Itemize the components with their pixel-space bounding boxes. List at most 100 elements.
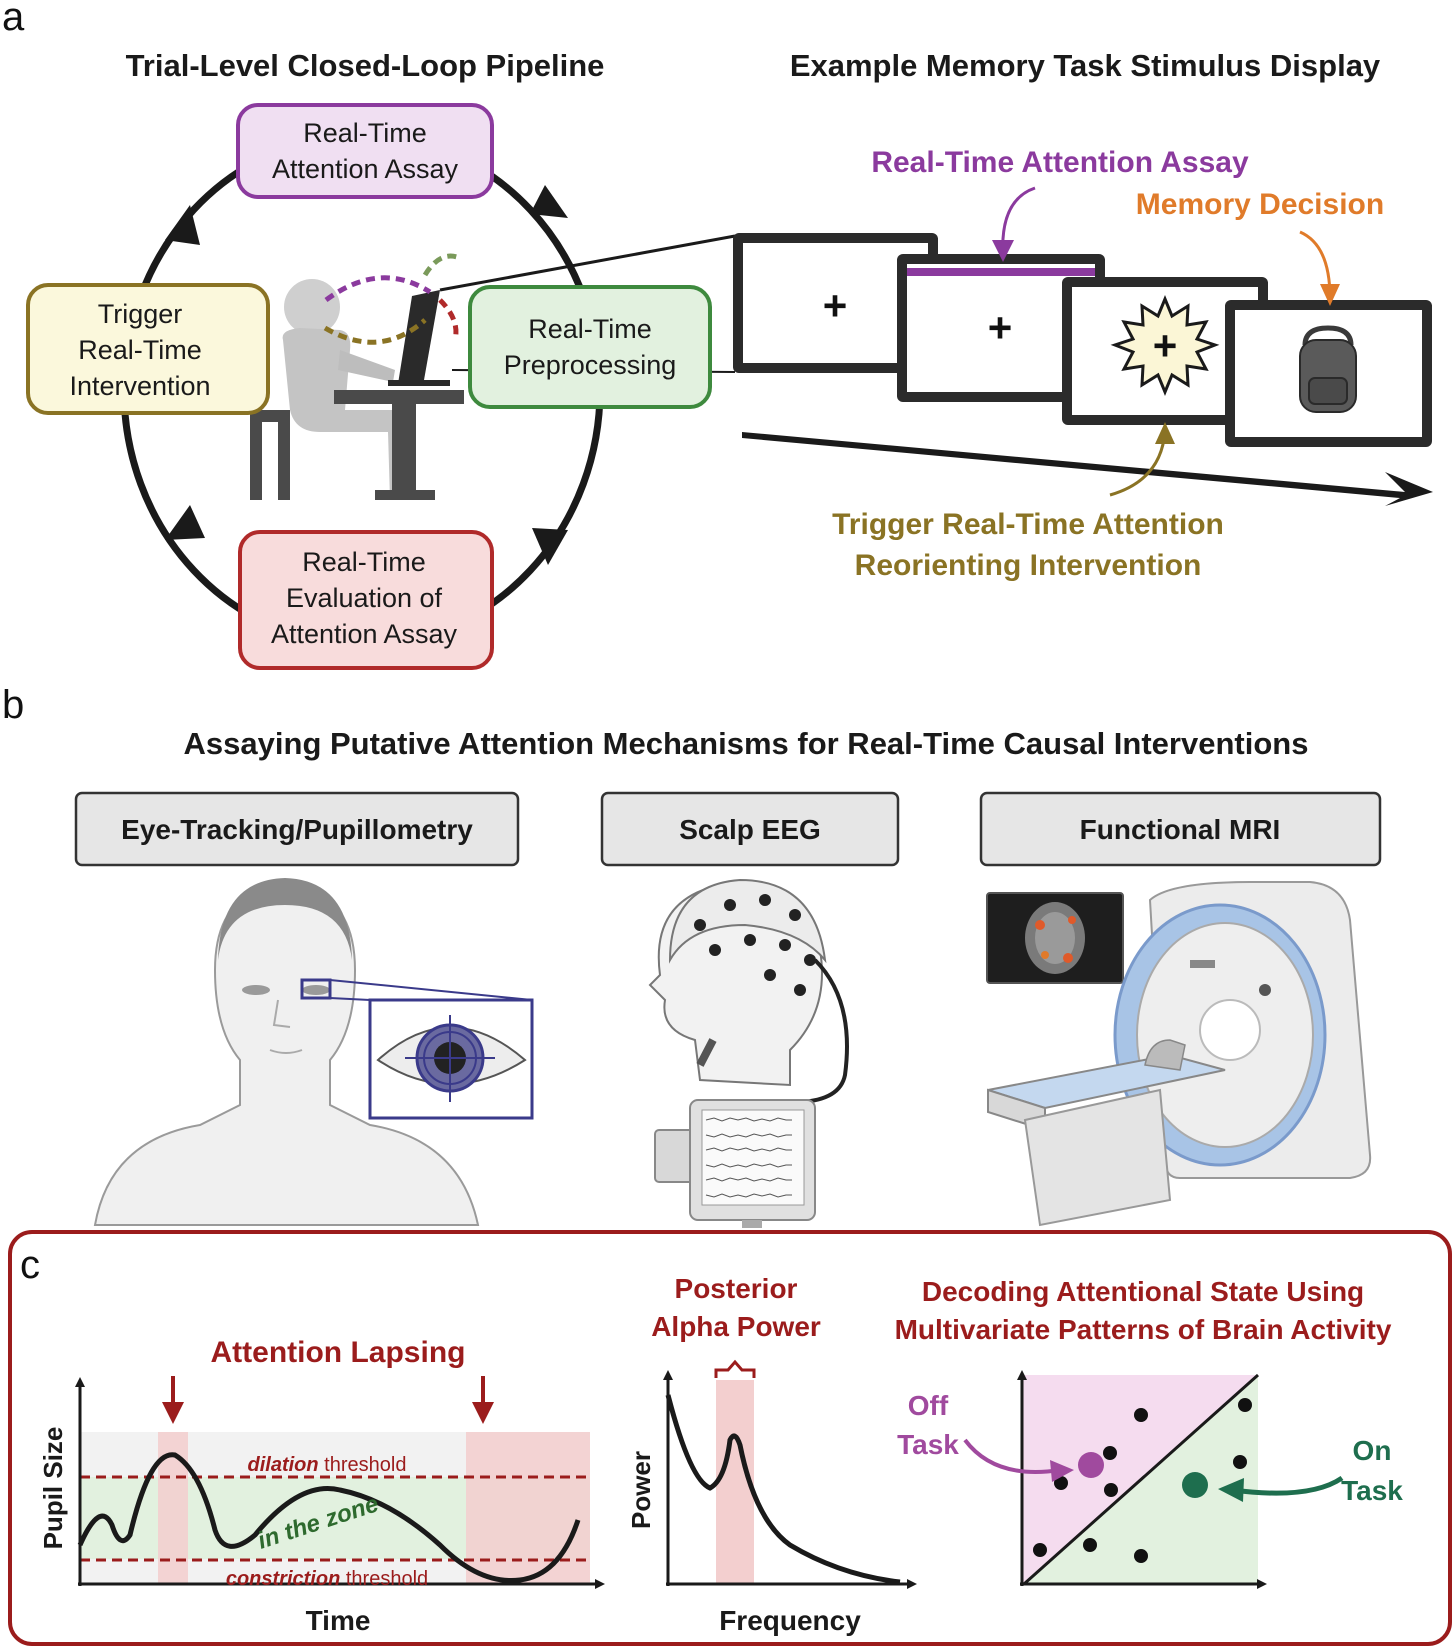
alpha-title-line1: Posterior <box>675 1273 798 1304</box>
label-memory: Memory Decision <box>1136 188 1384 221</box>
label-trigger-line2: Reorienting Intervention <box>855 549 1202 582</box>
off-task-label-line1: Off <box>908 1390 949 1421</box>
eye-zoom-line-2 <box>329 997 371 1001</box>
on-task-arrow-head <box>1218 1478 1244 1502</box>
alpha-title-line2: Alpha Power <box>651 1311 821 1342</box>
label-assay: Real-Time Attention Assay <box>871 146 1249 179</box>
data-point <box>1134 1549 1148 1563</box>
off-task-label-line2: Task <box>897 1429 959 1460</box>
box-trigger-line1: Trigger <box>98 299 183 329</box>
pupil-plot <box>75 1376 605 1589</box>
box-trigger-intervention: Trigger Real-Time Intervention <box>26 283 270 415</box>
on-task-label-line1: On <box>1353 1435 1392 1466</box>
loop-arrow-top-left <box>165 205 200 245</box>
box-trigger-line2: Real-Time <box>78 335 202 365</box>
arrow-assay-head <box>992 240 1014 262</box>
alpha-y-label: Power <box>626 1451 656 1529</box>
box-evaluation: Real-Time Evaluation of Attention Assay <box>238 530 494 670</box>
power-spectrum-trace <box>665 1394 901 1585</box>
method-eeg-label: Scalp EEG <box>679 814 821 845</box>
eye-zoom-marker <box>300 978 332 1000</box>
alpha-power-plot <box>663 1359 917 1589</box>
method-box-eeg: Scalp EEG <box>600 791 900 867</box>
eye-closeup-inset <box>368 998 534 1120</box>
participant-at-computer-icon <box>250 279 464 500</box>
method-eyetracking-label: Eye-Tracking/Pupillometry <box>121 814 473 845</box>
on-task-point <box>1182 1472 1208 1498</box>
screen-3-cross: + <box>1153 322 1178 369</box>
box-eval-line1: Real-Time <box>302 547 426 577</box>
fmri-brain-monitor <box>986 892 1124 984</box>
method-box-eyetracking: Eye-Tracking/Pupillometry <box>74 791 520 867</box>
box-assay-line2: Attention Assay <box>272 154 459 184</box>
data-point <box>1083 1538 1097 1552</box>
data-point <box>1233 1455 1247 1469</box>
screen-3-intervention: + <box>1062 277 1268 425</box>
loop-arrow-bottom-left <box>165 505 205 540</box>
off-task-arrow <box>963 1438 1061 1474</box>
starburst-icon <box>1110 295 1220 396</box>
data-point <box>1134 1408 1148 1422</box>
zoom-line-top <box>439 234 736 292</box>
loop-arrow-top-right <box>530 185 568 218</box>
loop-arrow-bottom-right <box>532 528 568 565</box>
on-task-arrow <box>1231 1475 1344 1496</box>
pupil-x-label: Time <box>306 1605 371 1636</box>
screen-1-cross: + <box>823 282 848 329</box>
data-point <box>1103 1446 1117 1460</box>
eye-zoom-line-1 <box>329 979 533 1001</box>
pupil-y-label: Pupil Size <box>38 1427 68 1550</box>
constriction-label: constriction threshold <box>226 1568 428 1590</box>
alpha-x-label: Frequency <box>719 1605 861 1636</box>
alpha-bracket <box>714 1359 756 1378</box>
box-attention-assay: Real-Time Attention Assay <box>236 103 494 199</box>
box-assay-line1: Real-Time <box>303 118 427 148</box>
data-point <box>1104 1483 1118 1497</box>
timeline-arrow <box>742 432 1433 506</box>
box-preproc-line2: Preprocessing <box>504 350 677 380</box>
pupil-plot-title: Attention Lapsing <box>211 1336 466 1369</box>
decoding-title-line1: Decoding Attentional State Using <box>922 1276 1364 1307</box>
decision-boundary <box>1023 1373 1259 1586</box>
off-task-arrow-head <box>1050 1460 1074 1482</box>
decoding-title-line2: Multivariate Patterns of Brain Activity <box>895 1314 1392 1345</box>
gaze-arc-green <box>422 253 461 277</box>
panel-b-title: Assaying Putative Attention Mechanisms f… <box>184 726 1309 761</box>
mri-scanner-illustration <box>987 881 1372 1227</box>
gaze-arc-red <box>438 298 459 341</box>
panel-c-frame <box>8 1230 1452 1646</box>
lapse-arrow-2-head <box>472 1402 494 1424</box>
panel-a-right-title: Example Memory Task Stimulus Display <box>790 48 1381 83</box>
face-illustration <box>93 878 480 1226</box>
on-task-label-line2: Task <box>1341 1475 1403 1506</box>
pupil-trace <box>77 1452 581 1584</box>
gaze-arc-olive <box>323 318 427 345</box>
off-task-point <box>1078 1452 1104 1478</box>
panel-b-letter: b <box>2 683 24 727</box>
data-point <box>1238 1398 1252 1412</box>
arrow-trigger-head <box>1155 422 1175 444</box>
box-eval-line2: Evaluation of <box>286 583 443 613</box>
label-trigger-line1: Trigger Real-Time Attention <box>832 508 1224 541</box>
eeg-amplifier-monitor <box>654 1099 816 1228</box>
panel-a-letter: a <box>2 0 25 39</box>
data-point <box>1033 1543 1047 1557</box>
panel-a-left-title: Trial-Level Closed-Loop Pipeline <box>126 48 605 83</box>
screen-2-cross: + <box>988 304 1013 351</box>
box-eval-line3: Attention Assay <box>271 619 458 649</box>
box-preprocessing: Real-Time Preprocessing <box>468 285 712 409</box>
arrow-memory-head <box>1320 284 1340 306</box>
box-trigger-line3: Intervention <box>69 371 210 401</box>
lapse-arrow-1-head <box>162 1402 184 1424</box>
data-point <box>1054 1476 1068 1490</box>
decoding-plot <box>1017 1370 1267 1589</box>
panel-c-letter: c <box>20 1243 40 1287</box>
box-preproc-line1: Real-Time <box>528 314 652 344</box>
method-box-fmri: Functional MRI <box>979 791 1382 867</box>
method-fmri-label: Functional MRI <box>1080 814 1281 845</box>
eeg-cap-head-illustration <box>648 878 849 1104</box>
arrow-trigger <box>1109 429 1167 497</box>
assay-bar <box>907 268 1095 276</box>
screen-4-memory <box>1225 300 1432 447</box>
